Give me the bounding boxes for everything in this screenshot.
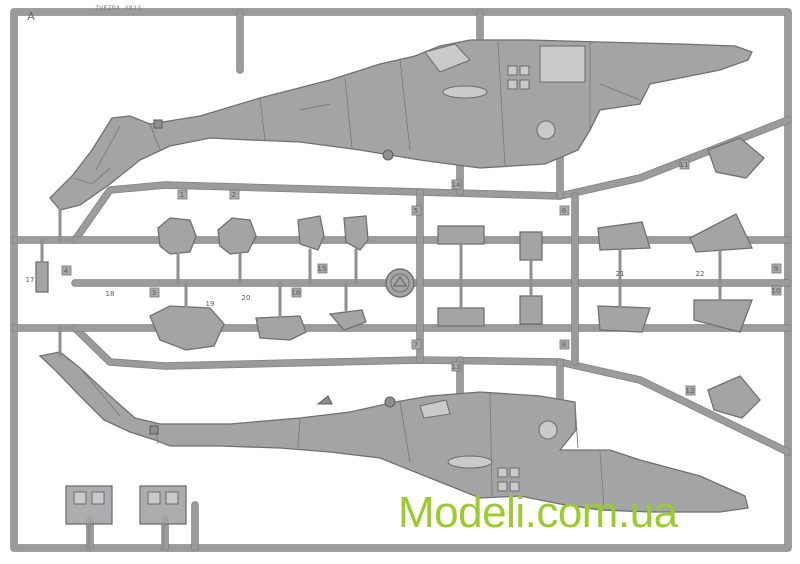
part-number-tabs (61, 159, 782, 396)
fuselage-half-upper (49, 39, 753, 211)
part-number-6: 6 (562, 207, 567, 215)
part-number-5: 5 (414, 207, 418, 215)
part-number-11: 11 (680, 161, 689, 169)
part-number-16: 16 (292, 289, 301, 297)
fuselage-half-lower (38, 351, 749, 513)
part-number-1: 1 (180, 191, 184, 199)
part-number-17: 17 (26, 276, 35, 284)
part-number-20: 20 (242, 294, 251, 302)
part-number-7: 7 (414, 341, 418, 349)
part-number-3: 3 (152, 289, 156, 297)
part-number-8: 8 (562, 341, 566, 349)
watermark-text: Modeli.com.ua (398, 488, 678, 537)
part-number-15: 15 (318, 265, 327, 273)
part-number-4: 4 (64, 267, 69, 275)
part-number-19: 19 (206, 300, 215, 308)
part-number-13: 13 (452, 363, 461, 371)
part-number-22: 22 (696, 270, 705, 278)
part-number-10: 10 (772, 287, 781, 295)
sprue-letter-label: A (27, 10, 35, 23)
part-number-2: 2 (232, 191, 236, 199)
part-number-18: 18 (106, 290, 115, 298)
part-number-12: 12 (686, 387, 695, 395)
manufacturer-code: ZVEZDA 4823 (95, 4, 142, 12)
part-number-14: 14 (452, 181, 461, 189)
part-number-21: 21 (616, 270, 625, 278)
small-parts (35, 137, 765, 525)
sprue-gates (40, 208, 722, 550)
part-number-9: 9 (774, 265, 778, 273)
